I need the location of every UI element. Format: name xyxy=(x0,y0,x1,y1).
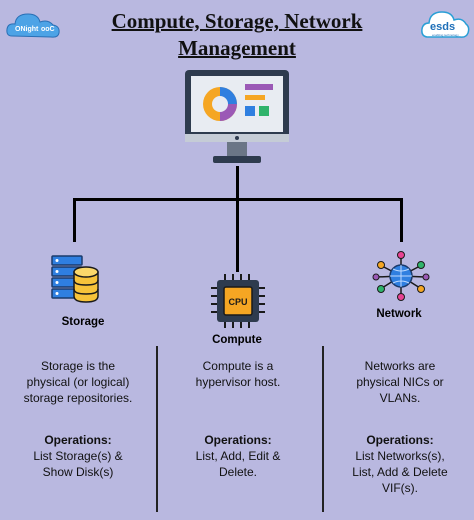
compute-operations: Operations: List, Add, Edit & Delete. xyxy=(168,432,308,480)
network-ops-line: VIF(s). xyxy=(382,481,418,495)
divider-left xyxy=(156,346,158,512)
storage-desc-line: storage repositories. xyxy=(23,391,133,405)
compute-ops-title: Operations: xyxy=(204,433,272,447)
logo-left-text-1: ONight xyxy=(15,26,39,33)
logo-right-text: esds xyxy=(430,21,455,33)
monitor-icon xyxy=(183,68,291,168)
network-description: Networks are physical NICs or VLANs. xyxy=(330,358,470,406)
network-ops-line: List, Add & Delete xyxy=(352,465,448,479)
cpu-chip-text: CPU xyxy=(228,297,247,307)
storage-operations: Operations: List Storage(s) & Show Disk(… xyxy=(8,432,148,480)
compute-desc-line: hypervisor host. xyxy=(195,375,281,389)
network-operations: Operations: List Networks(s), List, Add … xyxy=(330,432,470,496)
compute-ops-line: List, Add, Edit & xyxy=(195,449,281,463)
connector-right-drop xyxy=(400,198,403,242)
storage-desc-line: Storage is the xyxy=(40,359,116,373)
compute-desc-line: Compute is a xyxy=(202,359,274,373)
cpu-icon: CPU xyxy=(209,272,267,330)
network-ops-line: List Networks(s), xyxy=(355,449,445,463)
connector-vertical-top xyxy=(236,166,239,200)
storage-ops-title: Operations: xyxy=(44,433,112,447)
title-line-1: Compute, Storage, Network xyxy=(111,9,363,33)
connector-middle-drop xyxy=(236,198,239,272)
compute-description: Compute is a hypervisor host. xyxy=(168,358,308,390)
page-title: Compute, Storage, Network Management xyxy=(80,8,394,62)
network-ops-title: Operations: xyxy=(366,433,434,447)
divider-right xyxy=(322,346,324,512)
network-label: Network xyxy=(376,308,422,320)
storage-description: Storage is the physical (or logical) sto… xyxy=(8,358,148,406)
storage-ops-line: List Storage(s) & xyxy=(33,449,123,463)
logo-right-subtext: enabling technology xyxy=(432,33,459,37)
onight-logo: ONight ooC xyxy=(4,6,62,44)
storage-icon xyxy=(50,252,102,304)
network-desc-line: VLANs. xyxy=(379,391,421,405)
storage-ops-line: Show Disk(s) xyxy=(42,465,114,479)
storage-desc-line: physical (or logical) xyxy=(26,375,130,389)
network-desc-line: Networks are xyxy=(364,359,436,373)
logo-left-text-2: ooC xyxy=(41,26,55,33)
network-icon xyxy=(372,250,430,302)
network-desc-line: physical NICs or xyxy=(356,375,444,389)
storage-label: Storage xyxy=(61,316,105,328)
compute-ops-line: Delete. xyxy=(218,465,258,479)
title-line-2: Management xyxy=(178,36,296,60)
connector-left-drop xyxy=(73,198,76,242)
esds-logo: esds enabling technology xyxy=(420,6,470,44)
compute-label: Compute xyxy=(212,334,262,346)
